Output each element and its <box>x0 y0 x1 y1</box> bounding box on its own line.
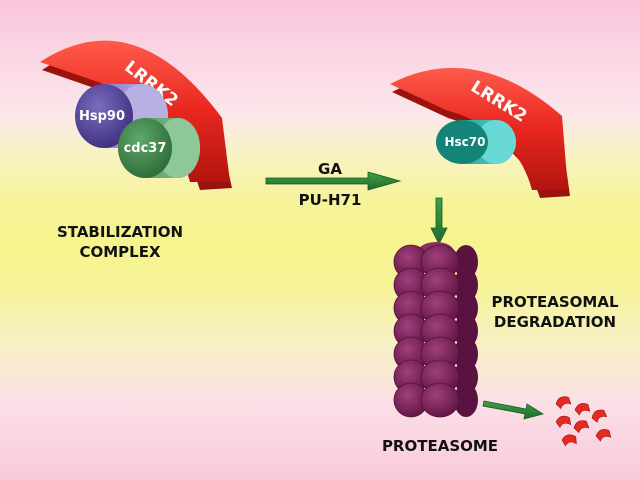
proteasome-subunit <box>420 382 460 418</box>
drug-ga-label: GA <box>318 160 342 178</box>
stabilization-complex-label: STABILIZATION COMPLEX <box>56 223 184 261</box>
hsp90-label: Hsp90 <box>79 109 125 124</box>
hsc70-label: Hsc70 <box>445 135 486 149</box>
peptide-fragment <box>574 403 591 416</box>
peptide-fragment <box>573 420 590 434</box>
cdc37-label: cdc37 <box>124 141 167 156</box>
proteasome-subunit <box>454 383 478 417</box>
peptide-fragments <box>555 396 612 447</box>
hsc70-protein <box>436 120 516 164</box>
lrrk2-arc-right <box>390 67 570 198</box>
drug-pu-h71-label: PU-H71 <box>298 191 362 209</box>
proteasome-label: PROTEASOME <box>381 437 499 455</box>
peptide-fragment <box>555 396 572 410</box>
peptide-fragment <box>555 415 572 428</box>
proteasomal-degradation-label: PROTEASOMAL DEGRADATION <box>491 293 619 331</box>
cdc37-protein <box>118 118 200 178</box>
peptide-release-arrow <box>482 400 544 420</box>
peptide-fragment <box>591 409 608 423</box>
proteasome <box>393 242 478 418</box>
degradation-arrow-down <box>430 197 448 245</box>
peptide-fragment <box>595 429 612 442</box>
peptide-fragment <box>561 434 577 447</box>
treatment-arrow <box>265 171 402 191</box>
